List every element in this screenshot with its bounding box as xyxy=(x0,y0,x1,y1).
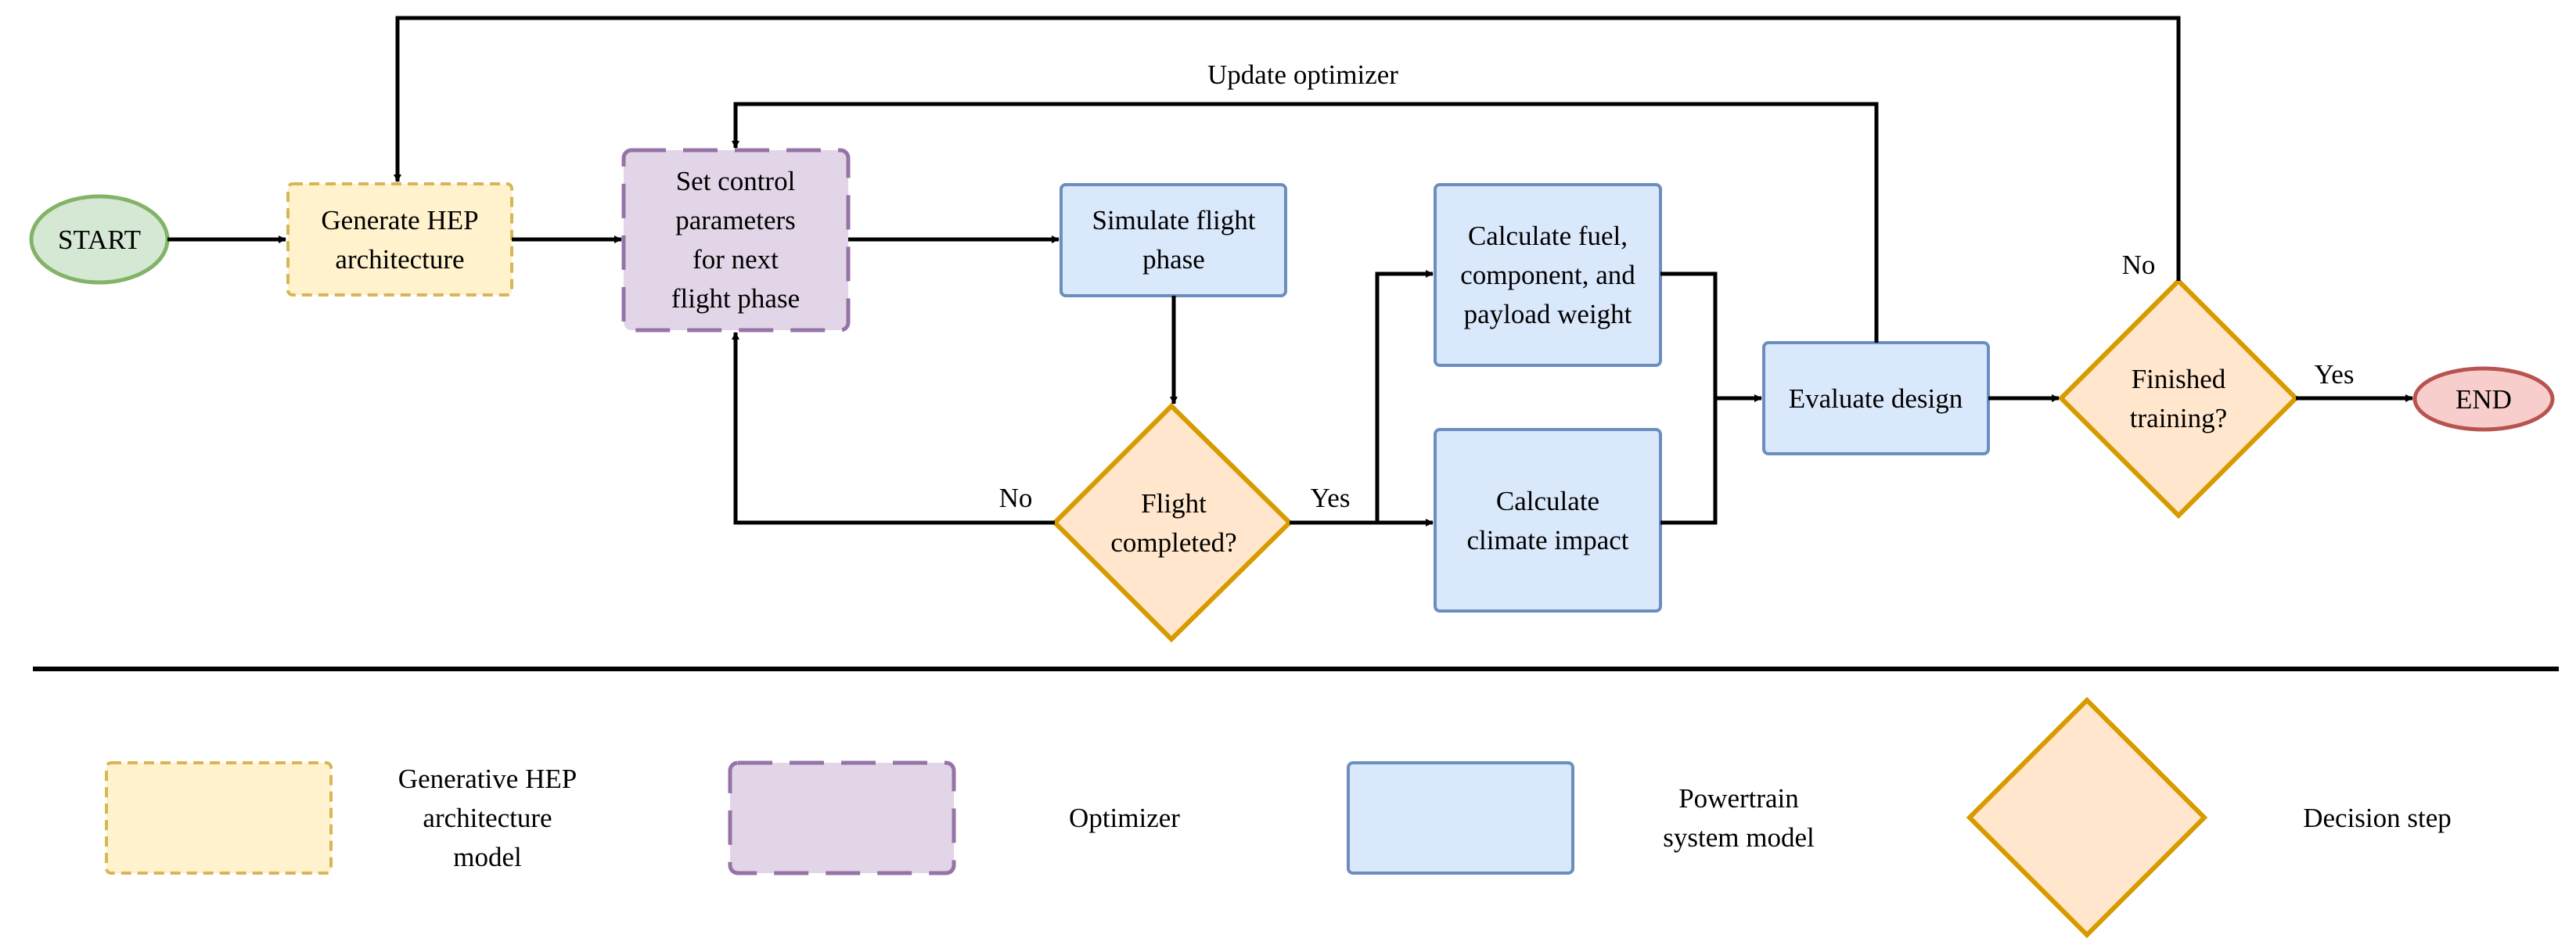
simulate-flight-label: Simulate flight phase xyxy=(1092,205,1255,275)
label-line: Finished xyxy=(2132,364,2226,394)
end-label: END xyxy=(2455,384,2512,415)
legend-optimizer-swatch xyxy=(728,760,956,875)
update-optimizer-label: Update optimizer xyxy=(1207,59,1398,90)
label-line: model xyxy=(453,842,522,872)
legend-generative-swatch xyxy=(105,761,333,875)
calc-fuel-label: Calculate fuel, component, and payload wei… xyxy=(1460,221,1635,329)
edge-flight-no-setcontrol xyxy=(732,332,1055,525)
label-line: Set control xyxy=(676,166,796,196)
finished-training-label: Finished training? xyxy=(2130,364,2227,433)
edge-climate-evaluate xyxy=(1660,398,1718,525)
label-line: Calculate xyxy=(1496,486,1599,516)
label-line: for next xyxy=(693,244,779,275)
label-line: Generate HEP xyxy=(321,205,478,235)
label-line: Evaluate design xyxy=(1789,383,1963,414)
set-control-node xyxy=(621,148,851,333)
legend-optimizer-label: Optimizer xyxy=(1069,803,1180,833)
flight-completed-label: Flight completed? xyxy=(1110,488,1236,558)
set-control-label: Set control parameters for next flight phas… xyxy=(671,166,800,314)
generate-hep-label: Generate HEP architecture xyxy=(321,205,478,275)
legend-decision-label: Decision step xyxy=(2303,803,2452,833)
flight-completed-decision xyxy=(1051,402,1293,643)
label-line: START xyxy=(58,225,141,255)
legend-decision-swatch xyxy=(1966,696,2208,939)
calc-climate-node xyxy=(1434,428,1662,613)
finished-yes-label: Yes xyxy=(2315,359,2355,390)
legend-generative-label: Generative HEP architecture model xyxy=(398,764,577,872)
edge-finished-no-generate xyxy=(394,16,2181,281)
label-line: Decision step xyxy=(2303,803,2452,833)
legend-powertrain-label: Powertrain system model xyxy=(1663,783,1815,853)
label-line: Powertrain xyxy=(1678,783,1799,814)
edge-flight-yes-fuel xyxy=(1375,270,1434,523)
finished-training-decision xyxy=(2057,277,2300,519)
start-label: START xyxy=(58,225,141,255)
label-line: flight phase xyxy=(671,283,800,314)
label-line: completed? xyxy=(1110,527,1236,558)
label-line: training? xyxy=(2130,403,2227,433)
flight-no-label: No xyxy=(999,483,1033,513)
label-line: payload weight xyxy=(1464,299,1632,329)
label-line: architecture xyxy=(335,244,464,275)
label-line: phase xyxy=(1142,244,1205,275)
generate-hep-node xyxy=(286,182,513,297)
label-line: Calculate fuel, xyxy=(1468,221,1628,251)
label-line: END xyxy=(2455,384,2512,415)
edge-fuel-evaluate xyxy=(1660,271,1762,402)
label-line: architecture xyxy=(423,803,552,833)
simulate-flight-node xyxy=(1060,183,1287,297)
label-line: Flight xyxy=(1141,488,1207,519)
evaluate-design-label: Evaluate design xyxy=(1789,383,1963,414)
label-line: Generative HEP xyxy=(398,764,577,794)
label-line: parameters xyxy=(675,205,796,235)
calc-climate-label: Calculate climate impact xyxy=(1467,486,1629,555)
label-line: system model xyxy=(1663,822,1815,853)
finished-no-label: No xyxy=(2122,250,2156,280)
label-line: component, and xyxy=(1460,260,1635,290)
edge-update-optimizer xyxy=(732,102,1879,343)
label-line: Simulate flight xyxy=(1092,205,1255,235)
end-node xyxy=(2412,366,2555,432)
label-line: climate impact xyxy=(1467,525,1629,555)
legend-powertrain-swatch xyxy=(1347,761,1574,875)
flight-yes-label: Yes xyxy=(1311,483,1351,513)
label-line: Optimizer xyxy=(1069,803,1180,833)
